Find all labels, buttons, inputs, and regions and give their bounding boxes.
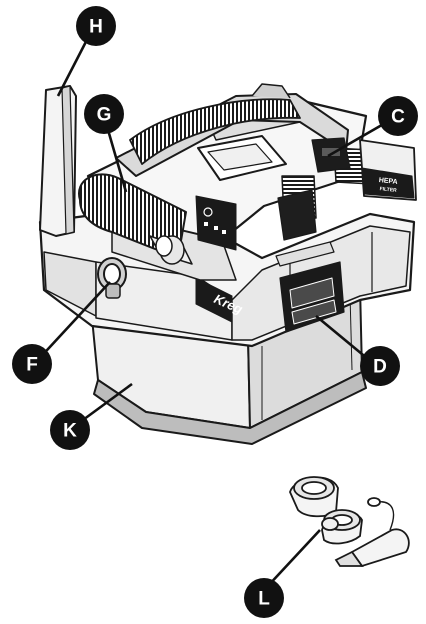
callout-g-label: G (97, 105, 112, 126)
callout-g: G (84, 94, 124, 134)
leader-f (35, 281, 111, 363)
hepa-badge-top: HEPA (378, 177, 398, 186)
brand-plate (195, 277, 233, 323)
tank-bin (91, 285, 367, 445)
callout-f: F (12, 344, 52, 384)
control-panel (195, 195, 237, 251)
callout-k: K (50, 410, 90, 450)
hose-inlet-port (97, 257, 127, 299)
wand-holder (39, 85, 77, 237)
small-tapered-nozzle (334, 497, 410, 568)
callout-l: L (244, 578, 284, 618)
callout-k-label: K (63, 421, 77, 442)
battery-slot (197, 135, 317, 241)
callout-f-label: F (26, 355, 38, 376)
hepa-badge-bottom: FILTER (379, 186, 397, 194)
callout-l-label: L (258, 589, 270, 610)
callout-d-label: D (373, 357, 387, 378)
nozzle-accessories (289, 476, 410, 568)
callout-h: H (76, 6, 116, 46)
callout-d: D (360, 346, 400, 386)
leader-l (265, 529, 321, 589)
hepa-filter-housing (359, 139, 417, 201)
callout-c: C (378, 96, 418, 136)
large-nozzle (289, 476, 339, 518)
callout-h-label: H (89, 17, 103, 38)
lid-latch (275, 241, 345, 333)
medium-nozzle (321, 509, 363, 545)
callout-c-label: C (391, 107, 405, 128)
coiled-hose (78, 98, 301, 265)
shop-vacuum (38, 83, 417, 445)
